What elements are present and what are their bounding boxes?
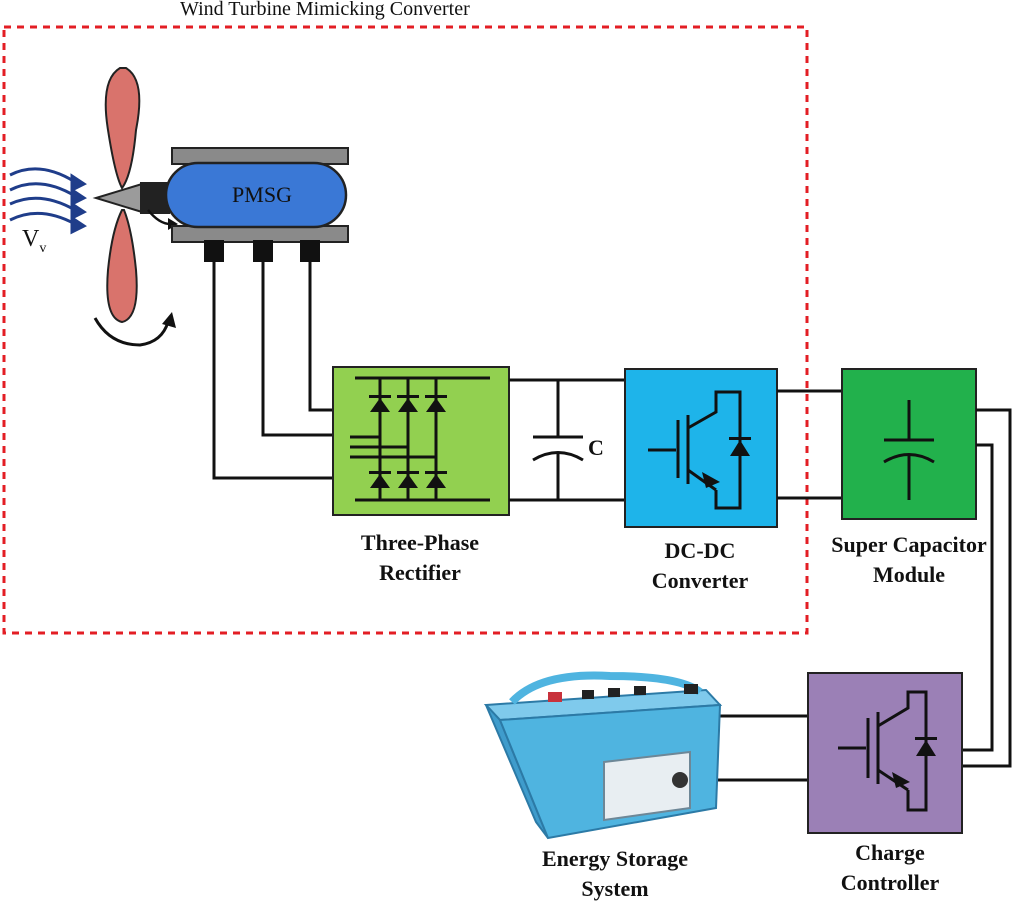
charger-label: Charge Controller	[790, 838, 990, 898]
dc-link-capacitor	[509, 378, 625, 502]
storage-label-line1: Energy Storage	[541, 846, 689, 871]
rectifier-label-line2: Rectifier	[379, 560, 461, 585]
rectifier-label: Three-Phase Rectifier	[320, 528, 520, 588]
dcdc-block	[624, 368, 778, 528]
converter-boundary	[2, 25, 809, 635]
supercap-label-line2: Module	[872, 562, 946, 587]
dcdc-label-line2: Converter	[651, 568, 749, 593]
storage-label-line2: System	[581, 876, 649, 901]
dcdc-label-line1: DC-DC	[664, 538, 736, 563]
pmsg-label: PMSG	[232, 182, 292, 207]
rotation-arrow-icon	[93, 312, 176, 347]
capacitor-label: C	[588, 435, 604, 460]
supercap-label: Super Capacitor Module	[806, 530, 1012, 590]
charger-label-line1: Charge	[855, 840, 925, 865]
phase-wires	[212, 262, 333, 480]
battery-icon	[483, 671, 723, 840]
dc-output-wires	[777, 389, 842, 500]
supercap-block	[841, 368, 977, 520]
charger-wires	[712, 408, 1012, 782]
charger-block	[807, 672, 963, 834]
igbt-arrow-icon	[702, 472, 720, 488]
wind-speed-label: Vv	[22, 226, 46, 256]
supercap-label-line1: Super Capacitor	[831, 532, 987, 557]
wind-arrows-icon	[9, 167, 87, 235]
boundary-title: Wind Turbine Mimicking Converter	[180, 0, 470, 20]
turbine-blade-icon	[92, 67, 170, 324]
pmsg-generator	[164, 147, 349, 262]
rectifier-label-line1: Three-Phase	[360, 530, 480, 555]
storage-label: Energy Storage System	[515, 844, 715, 904]
rectifier-block	[332, 366, 510, 516]
dcdc-label: DC-DC Converter	[600, 536, 800, 596]
charger-label-line2: Controller	[840, 870, 940, 895]
